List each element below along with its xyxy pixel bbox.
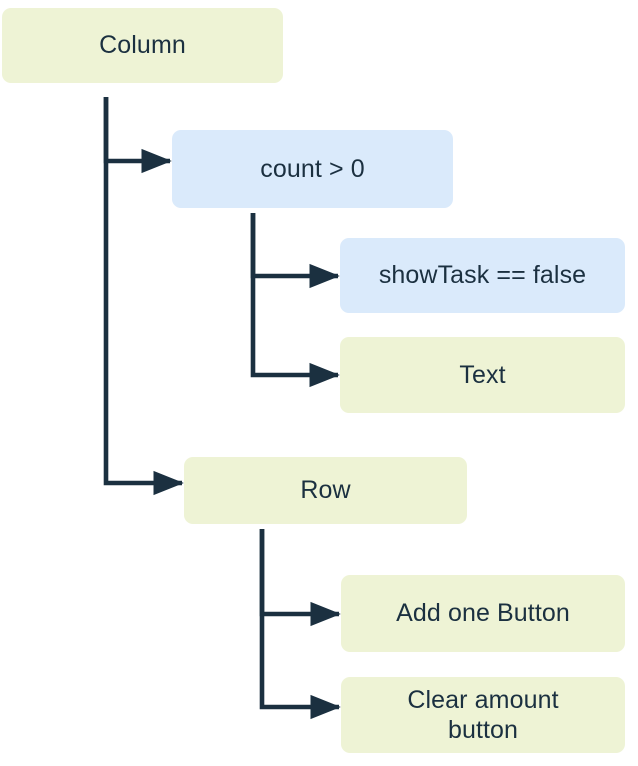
- node-row-label: Row: [300, 476, 351, 505]
- node-add-one-button[interactable]: Add one Button: [341, 575, 625, 652]
- node-column[interactable]: Column: [2, 8, 283, 83]
- edge-column-to-count: [103, 97, 172, 174]
- node-clear-amount-button[interactable]: Clear amount button: [341, 677, 625, 753]
- node-column-label: Column: [99, 31, 186, 60]
- edge-row-to-add: [259, 529, 341, 627]
- node-count-greater-than-zero-label: count > 0: [260, 154, 365, 183]
- node-add-one-button-label: Add one Button: [396, 599, 570, 628]
- node-showtask-equals-false[interactable]: showTask == false: [340, 238, 625, 313]
- edge-count-to-text: [250, 213, 340, 388]
- node-showtask-equals-false-label: showTask == false: [378, 261, 587, 290]
- edge-count-to-showtask: [250, 213, 340, 289]
- node-count-greater-than-zero[interactable]: count > 0: [172, 130, 453, 208]
- node-text-label: Text: [459, 360, 506, 389]
- node-row[interactable]: Row: [184, 457, 467, 524]
- edge-column-to-row: [103, 97, 184, 496]
- node-text[interactable]: Text: [340, 337, 625, 413]
- node-clear-amount-button-label: Clear amount button: [407, 685, 559, 745]
- edge-row-to-clear: [259, 529, 341, 720]
